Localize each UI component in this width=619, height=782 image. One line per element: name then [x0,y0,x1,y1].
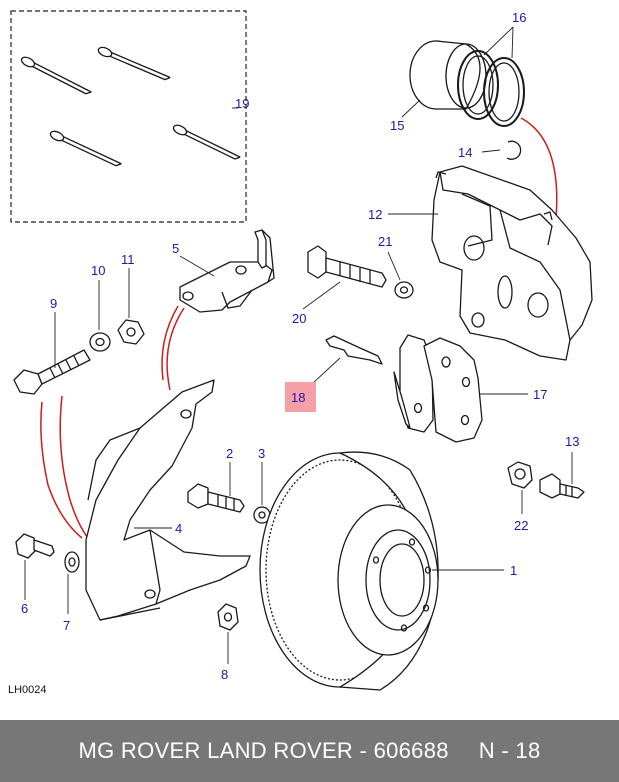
wheel-nut-22 [507,461,533,489]
callout-14: 14 [458,145,472,160]
callout-10: 10 [91,263,105,278]
split-pin-kit-box [10,10,247,223]
washer-7 [64,551,80,573]
callout-2: 2 [226,446,233,461]
washer-10 [89,332,111,352]
mounting-bracket [179,229,275,313]
nut-8 [217,603,239,631]
caliper-bolt [307,245,387,288]
parts-diagram: 1 2 3 4 5 6 7 8 9 10 11 12 13 14 15 16 1… [8,10,593,696]
split-pin-kit [20,46,241,167]
diagram-code: LH0024 [8,684,47,696]
brake-disc [259,451,439,691]
callout-16: 16 [512,10,526,25]
circlip [506,140,522,160]
callout-22: 22 [514,518,528,533]
callout-20: 20 [292,311,306,326]
callout-6: 6 [21,601,28,616]
anti-rattle-spring [325,335,383,365]
callout-8: 8 [221,667,228,682]
callout-13: 13 [565,434,579,449]
highlight-18 [285,382,316,412]
footer-part-number: MG ROVER LAND ROVER - 606688 [78,738,449,763]
footer-page-number: N - 18 [478,738,541,763]
callout-7: 7 [63,618,70,633]
callout-21: 21 [378,234,392,249]
callout-12: 12 [368,207,382,222]
brake-caliper [431,165,593,361]
callout-3: 3 [258,446,265,461]
bolt-6 [15,533,55,559]
callout-5: 5 [172,241,179,256]
wheel-stud-13 [539,473,585,499]
footer-bar: MG ROVER LAND ROVER - 606688 N - 18 [0,720,619,782]
callout-19: 19 [235,96,249,111]
splash-shield [85,379,251,621]
washer-21 [394,281,414,299]
callout-1: 1 [510,563,517,578]
callout-4: 4 [175,521,182,536]
callout-9: 9 [50,296,57,311]
brake-pads [393,334,483,443]
piston-seals [457,50,525,127]
callout-18: 18 [291,390,305,405]
callout-11: 11 [121,252,135,267]
bolt-2 [187,483,245,513]
callout-15: 15 [390,118,404,133]
nut-11 [117,319,145,345]
callout-17: 17 [533,387,547,402]
bolt-9 [13,349,91,395]
